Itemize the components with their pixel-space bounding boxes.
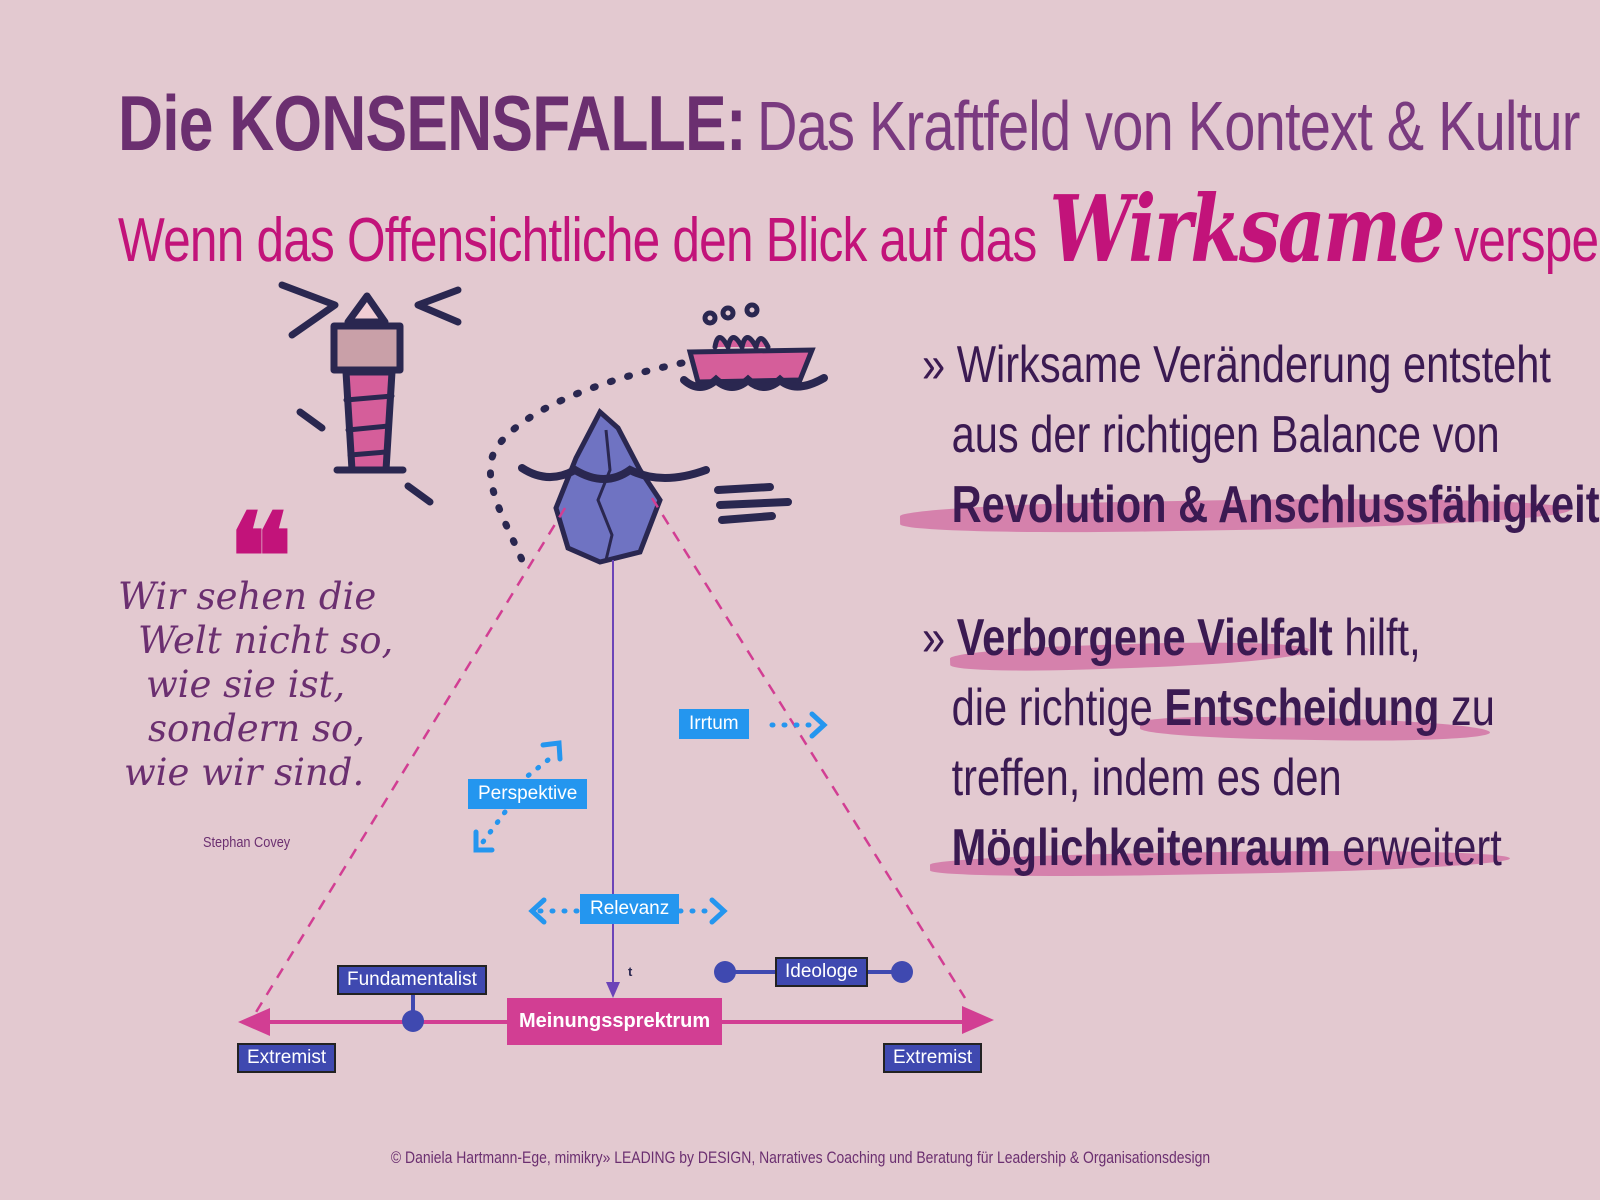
quote-line: wie sie ist, — [146, 663, 346, 706]
perspective-line-right — [650, 497, 967, 999]
iceberg-icon — [518, 408, 792, 565]
subtitle-before: Wenn das Offensichtliche den Blick auf d… — [118, 206, 1037, 275]
fundamentalist-pin-dot — [402, 1010, 424, 1032]
quote-author: Stephan Covey — [203, 834, 291, 851]
statement-2-line4-end: erweitert — [1330, 819, 1502, 877]
page-subtitle: Wenn das Offensichtliche den Blick auf d… — [118, 175, 1600, 283]
footer-text: © Daniela Hartmann-Ege, mimikry» LEADING… — [390, 1148, 1210, 1167]
label-extremist-right: Extremist — [883, 1043, 983, 1073]
perspective-line-left — [248, 507, 567, 1023]
perspektive-arrow — [473, 740, 563, 853]
label-extremist-left: Extremist — [237, 1043, 337, 1073]
footer-copyright: © Daniela Hartmann-Ege, mimikry» LEADING… — [0, 1148, 1600, 1168]
lighthouse-icon — [278, 281, 462, 506]
spectrum-arrow-right — [962, 1006, 994, 1034]
quote-icon: ❝ — [228, 487, 293, 628]
spectrum-arrow-left — [238, 1008, 270, 1036]
statement-2-text1: hilft, — [1332, 609, 1421, 667]
time-axis-arrowhead — [606, 982, 620, 998]
irrtum-arrow — [769, 711, 828, 739]
statement-2-bold1: Verborgene Vielfalt — [956, 609, 1333, 667]
title-bold: Die KONSENSFALLE: — [118, 79, 747, 167]
quote-text: Wir sehen die Welt nicht so, wie sie ist… — [118, 575, 418, 795]
statement-2-line2-end: zu — [1439, 679, 1495, 737]
statement-2-bold3: Möglichkeitenraum — [951, 819, 1331, 877]
subtitle-after: versperrt — [1454, 206, 1600, 275]
label-relevanz: Relevanz — [580, 894, 680, 924]
statement-2-bold2: Entscheidung — [1164, 679, 1440, 737]
ship-route-path — [487, 359, 686, 564]
ideologe-dot-left — [714, 961, 736, 983]
label-fundamentalist: Fundamentalist — [337, 965, 487, 995]
page-title: Die KONSENSFALLE:Das Kraftfeld von Konte… — [118, 78, 1580, 169]
ship-icon — [680, 302, 828, 391]
label-irrtum: Irrtum — [679, 709, 749, 739]
quote-line: sondern so, — [148, 707, 365, 750]
title-rest: Das Kraftfeld von Kontext & Kultur — [757, 87, 1580, 165]
statement-2-line2: die richtige — [951, 679, 1165, 737]
quote-line: wie wir sind. — [124, 751, 365, 794]
statement-2-line3: treffen, indem es den — [951, 749, 1342, 807]
label-meinungsspektrum: Meinungssprektrum — [507, 998, 723, 1045]
statement-2-prefix: » — [922, 609, 957, 667]
quote-line: Welt nicht so, — [138, 619, 394, 662]
statement-2: » Verborgene Vielfalt hilft, die richtig… — [922, 603, 1502, 883]
statement-1-line1: » Wirksame Veränderung entsteht — [922, 336, 1551, 394]
subtitle-highlight: Wirksame — [1049, 175, 1445, 283]
quote-line: Wir sehen die — [118, 575, 377, 618]
statement-1-line2: aus der richtigen Balance von — [951, 406, 1500, 464]
time-axis-label: t — [628, 964, 633, 979]
statement-1: » Wirksame Veränderung entsteht aus der … — [922, 330, 1600, 540]
ideologe-dot-right — [891, 961, 913, 983]
label-perspektive: Perspektive — [468, 779, 588, 809]
label-ideologe: Ideologe — [775, 957, 868, 987]
statement-1-line3: Revolution & Anschlussfähigkeit — [951, 476, 1600, 534]
relevanz-arrow — [528, 897, 728, 925]
